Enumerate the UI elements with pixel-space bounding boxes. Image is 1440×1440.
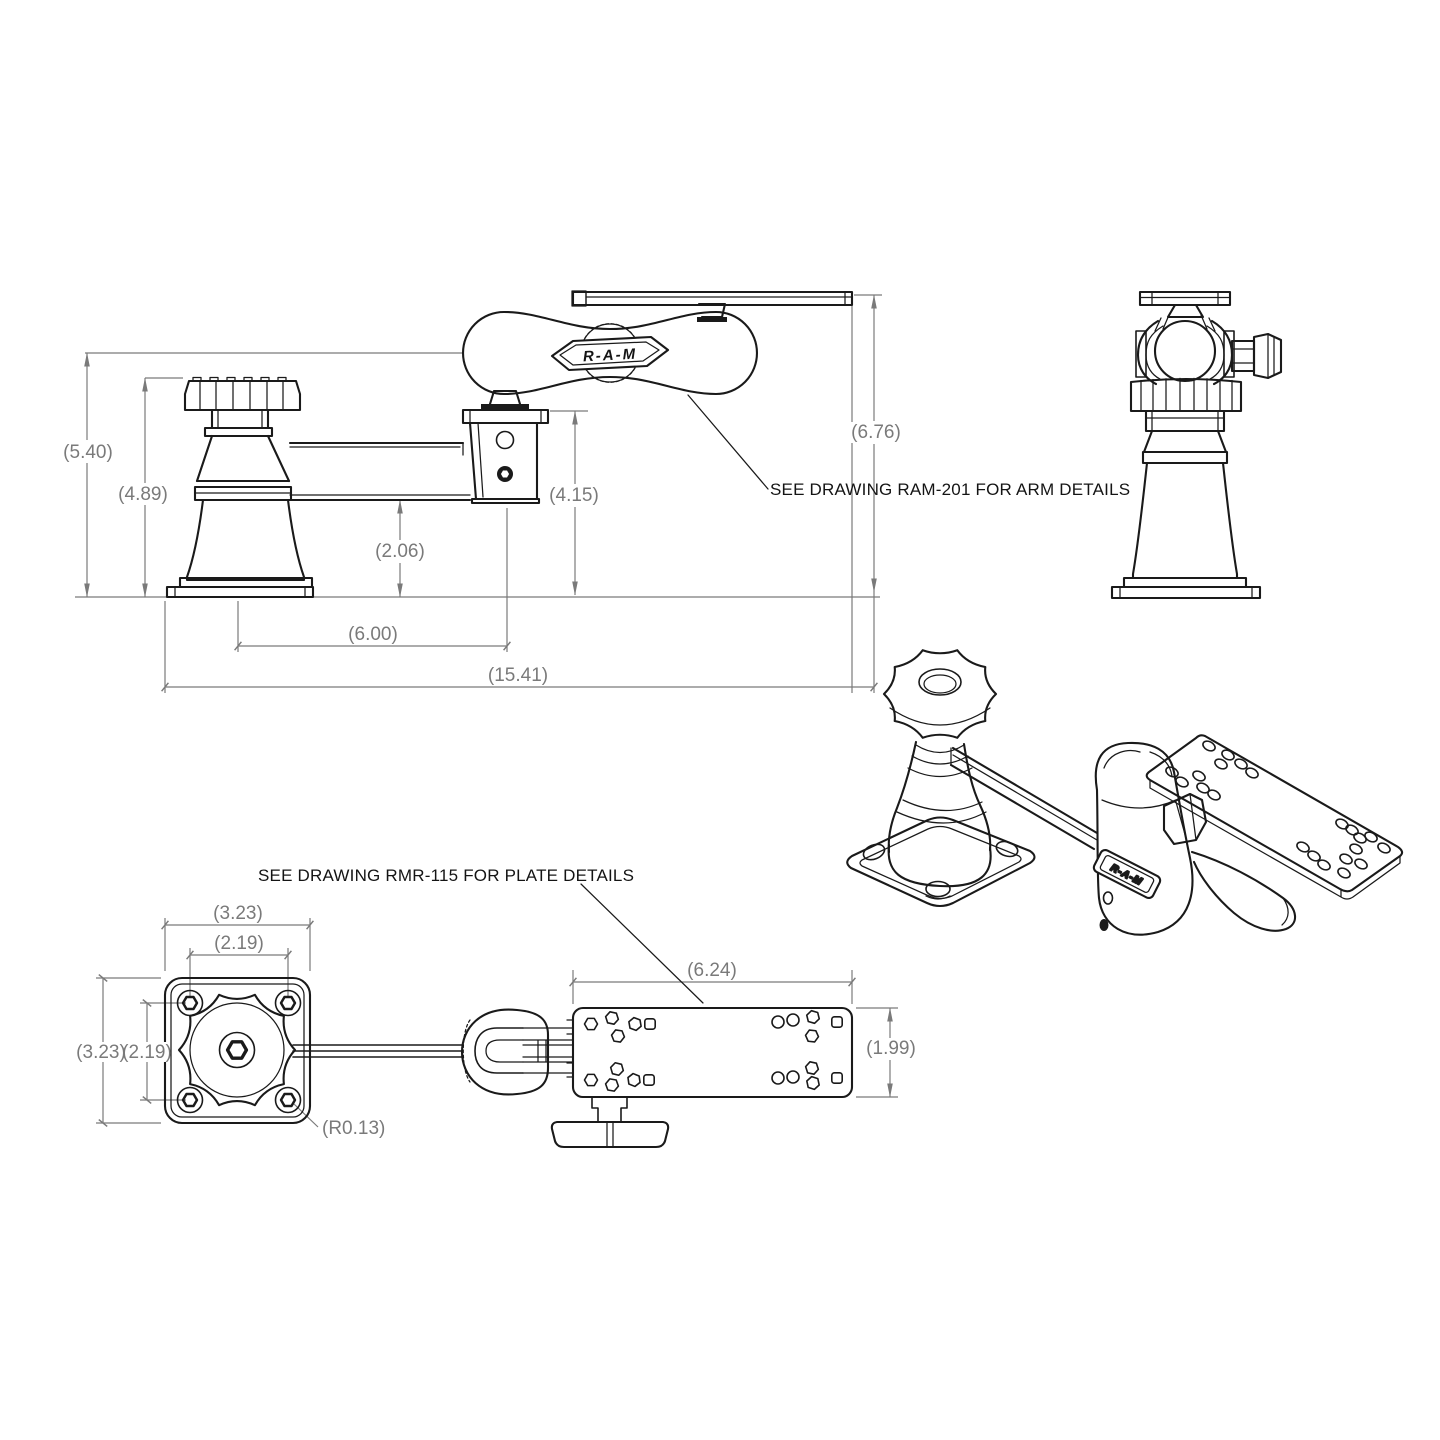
dim-overall-length: (15.41) xyxy=(488,665,548,686)
isometric-view: R-A-M xyxy=(846,649,1404,936)
dim-overall-height: (5.40) xyxy=(63,442,113,463)
arm-note-text: SEE DRAWING RAM-201 FOR ARM DETAILS xyxy=(770,480,1130,499)
plan-view-dimension-labels: (3.23) (2.19) (3.23) (2.19) (R0.13) (6.2… xyxy=(76,903,917,1139)
side-pedestal-base xyxy=(165,376,315,599)
dim-plate-length: (6.24) xyxy=(687,960,737,981)
ram-logo-text: R-A-M xyxy=(583,346,638,366)
plan-base-plate xyxy=(163,976,312,1125)
front-view xyxy=(1110,290,1283,600)
iso-star-knob xyxy=(882,649,998,739)
dim-elbow-height: (4.15) xyxy=(549,485,599,506)
ram-logo-tag: R-A-M xyxy=(550,335,670,372)
dim-base-width: (3.23) xyxy=(213,903,263,924)
side-swing-arm xyxy=(288,441,472,502)
iso-ram-tag: R-A-M xyxy=(1092,849,1162,899)
dim-arm-reach: (6.00) xyxy=(348,624,398,645)
dim-hole-spacing-w: (2.19) xyxy=(214,933,264,954)
dim-plate-width: (1.99) xyxy=(866,1038,916,1059)
dim-corner-radius: (R0.13) xyxy=(322,1118,385,1139)
side-top-plate xyxy=(571,290,854,307)
front-side-knob xyxy=(1230,332,1283,380)
iso-base-plate xyxy=(846,816,1036,908)
dim-plate-top-height: (6.76) xyxy=(851,422,901,443)
dim-knob-height: (4.89) xyxy=(118,484,168,505)
plan-plate-holes xyxy=(583,1008,844,1093)
dim-hole-spacing-d: (2.19) xyxy=(122,1042,172,1063)
plan-view: (3.23) (2.19) (3.23) (2.19) (R0.13) (6.2… xyxy=(76,866,917,1149)
dim-base-depth: (3.23) xyxy=(76,1042,126,1063)
arm-note-annotation: SEE DRAWING RAM-201 FOR ARM DETAILS xyxy=(687,394,1130,499)
side-view: R-A-M (5.40) (4.89) (2.06) (4.15) (6.76)… xyxy=(62,290,1130,693)
iso-socket-arm xyxy=(1094,741,1208,936)
plan-arm-and-plate xyxy=(292,1006,854,1149)
side-view-dimension-labels: (5.40) (4.89) (2.06) (4.15) (6.76) (6.00… xyxy=(62,422,902,686)
iso-mounting-plate xyxy=(1145,734,1404,900)
iso-lower-cylinder xyxy=(1190,850,1297,932)
plan-base-corner-holes xyxy=(176,989,302,1114)
side-view-dimension-lines xyxy=(75,294,882,693)
plan-view-dimension-lines xyxy=(96,918,898,1128)
plate-note-text: SEE DRAWING RMR-115 FOR PLATE DETAILS xyxy=(258,866,634,885)
iso-arm xyxy=(949,746,1099,851)
dim-arm-clearance: (2.06) xyxy=(375,541,425,562)
plate-note-annotation: SEE DRAWING RMR-115 FOR PLATE DETAILS xyxy=(258,866,704,1004)
iso-pedestal xyxy=(887,740,992,888)
side-elbow-socket xyxy=(461,389,550,505)
iso-plate-holes xyxy=(1163,738,1393,881)
